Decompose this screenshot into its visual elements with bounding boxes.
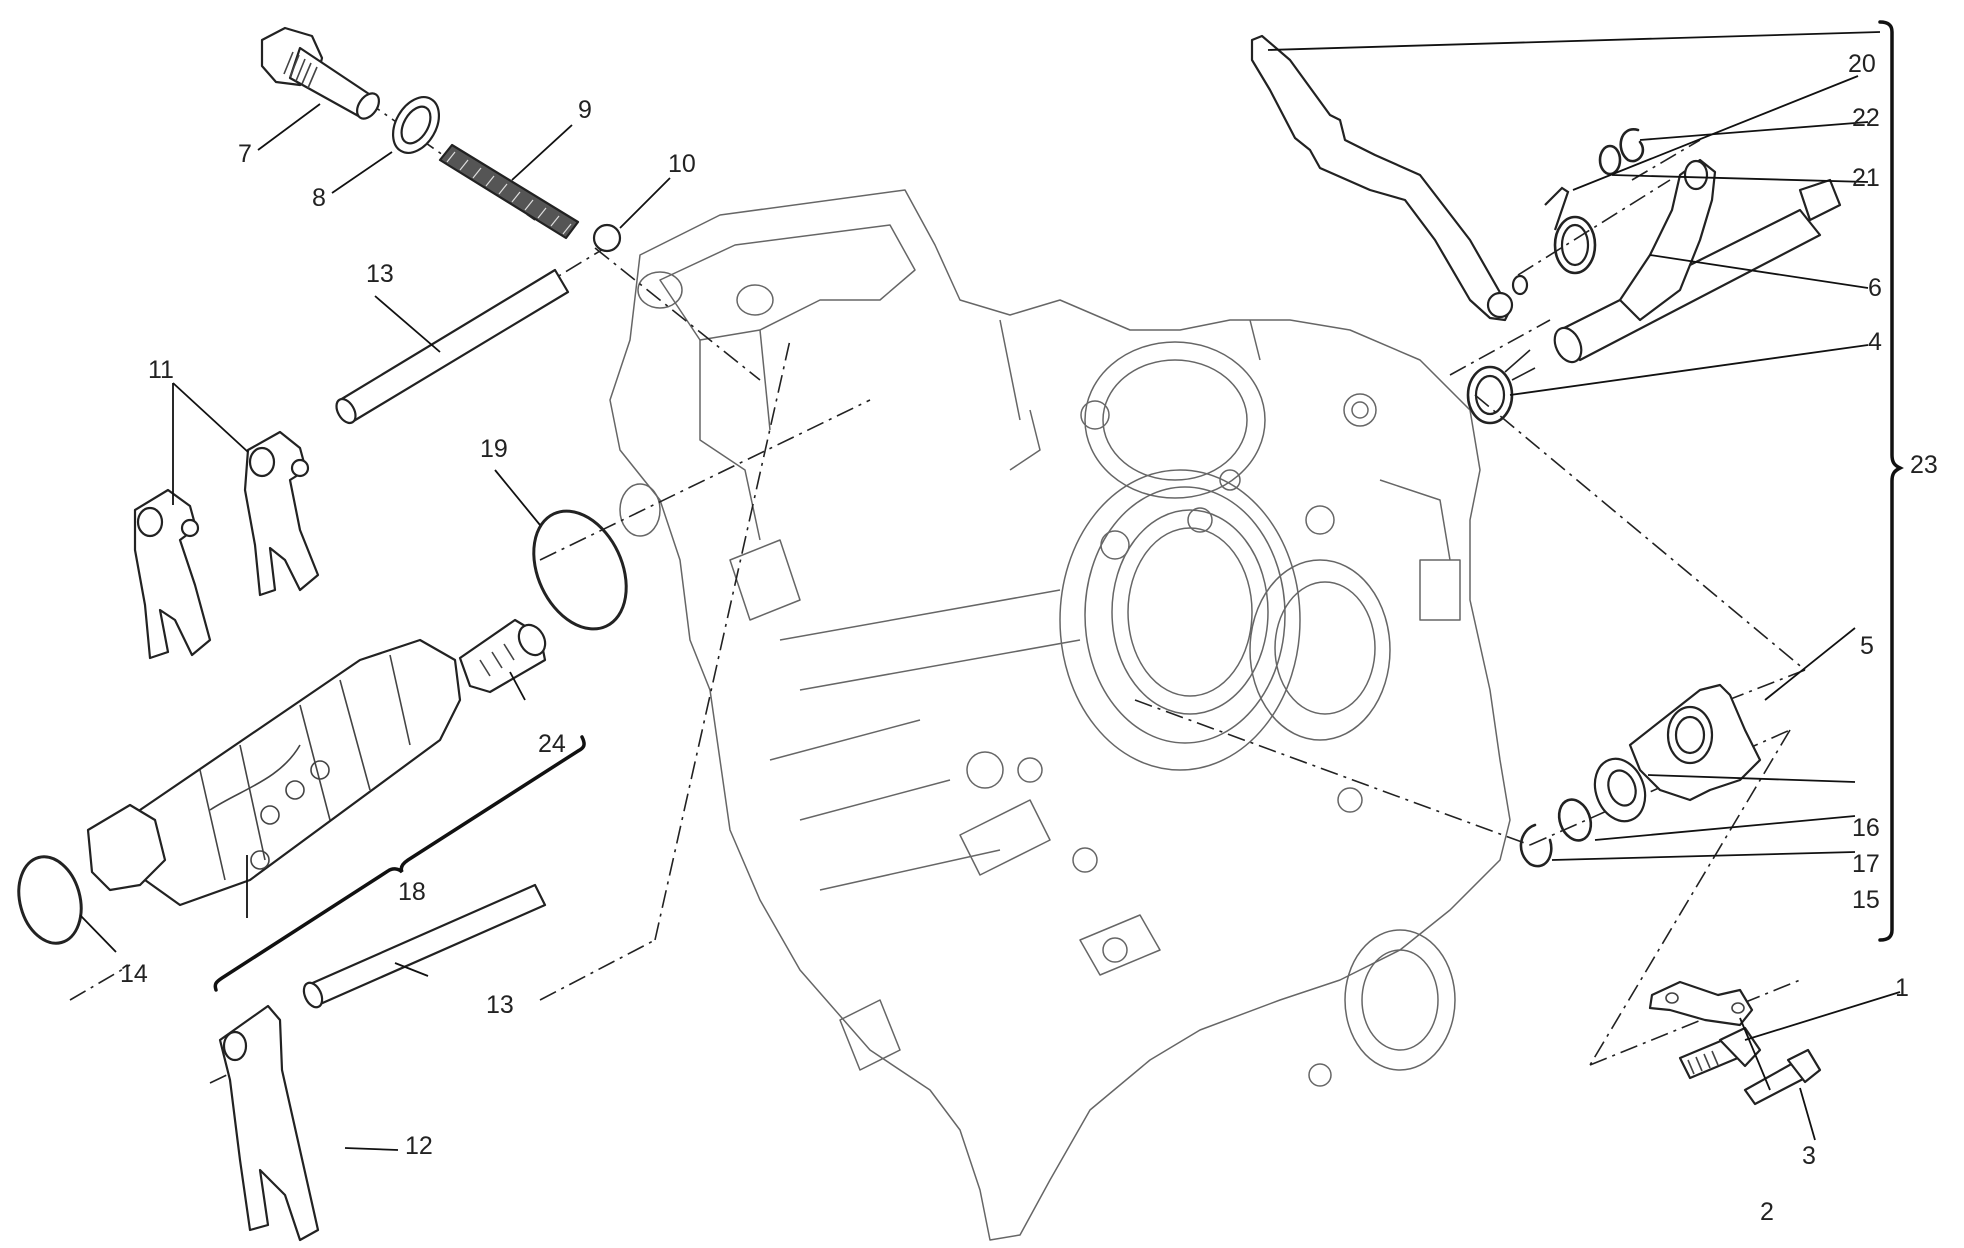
callout-13-upper: 13 — [366, 260, 394, 288]
part-17-washer[interactable] — [1554, 795, 1597, 845]
part-12-selector-fork[interactable] — [218, 1004, 320, 1242]
callout-8: 8 — [312, 184, 326, 212]
part-15-circlip[interactable] — [1519, 823, 1553, 868]
leader-lines — [79, 31, 1901, 1151]
part-6-shift-shaft[interactable] — [1550, 158, 1842, 366]
part-2-bracket-plate[interactable] — [1648, 980, 1754, 1027]
callout-23: 23 — [1910, 451, 1938, 479]
part-18-selector-drum[interactable] — [86, 638, 462, 907]
callout-2: 2 — [1760, 1198, 1774, 1226]
part-22-e-clip[interactable] — [1619, 128, 1645, 163]
part-8-washer[interactable] — [384, 89, 449, 161]
callout-11: 11 — [148, 356, 174, 384]
callout-18: 18 — [398, 878, 426, 906]
callout-4: 4 — [1868, 328, 1882, 356]
callout-13-lower: 13 — [486, 991, 514, 1019]
part-7-bolt[interactable] — [260, 26, 383, 123]
callout-1: 1 — [1895, 974, 1909, 1002]
callout-15: 15 — [1852, 886, 1880, 914]
callout-9: 9 — [578, 96, 592, 124]
assembly-axes — [69, 99, 1806, 1084]
part-24-detent-plunger[interactable] — [458, 618, 550, 694]
part-1-bolt[interactable] — [1678, 1026, 1762, 1080]
callout-19: 19 — [480, 435, 508, 463]
part-13-fork-shaft-upper[interactable] — [333, 268, 570, 426]
callout-21: 21 — [1852, 164, 1880, 192]
part-3-screw[interactable] — [1743, 1048, 1822, 1106]
part-23-shift-lever[interactable] — [1250, 34, 1529, 322]
part-10-ball[interactable] — [592, 223, 622, 253]
part-9-spring[interactable] — [438, 143, 580, 240]
part-19-o-ring[interactable] — [516, 496, 645, 644]
part-11-selector-fork[interactable] — [133, 430, 320, 660]
callout-3: 3 — [1802, 1142, 1816, 1170]
part-13-fork-shaft-lower[interactable] — [300, 883, 547, 1010]
callout-17: 17 — [1852, 850, 1880, 878]
callout-24: 24 — [538, 730, 566, 758]
callout-6: 6 — [1868, 274, 1882, 302]
part-21-washer[interactable] — [1598, 144, 1622, 176]
brace-group-18 — [213, 735, 586, 992]
part-4-torsion-spring[interactable] — [1466, 349, 1536, 425]
part-14-circlip[interactable] — [10, 850, 91, 951]
brace-group-23 — [1878, 20, 1904, 942]
callout-7: 7 — [238, 140, 252, 168]
callout-12: 12 — [405, 1132, 433, 1160]
callout-20: 20 — [1848, 50, 1876, 78]
callout-16: 16 — [1852, 814, 1880, 842]
callout-10: 10 — [668, 150, 696, 178]
part-5-pawl-plate[interactable] — [1628, 683, 1762, 802]
crankcase-half — [609, 189, 1511, 1241]
part-16-oil-seal[interactable] — [1587, 752, 1654, 829]
part-20-return-spring[interactable] — [1544, 186, 1597, 275]
callout-22: 22 — [1852, 104, 1880, 132]
callout-14: 14 — [120, 960, 148, 988]
callout-5: 5 — [1860, 632, 1874, 660]
